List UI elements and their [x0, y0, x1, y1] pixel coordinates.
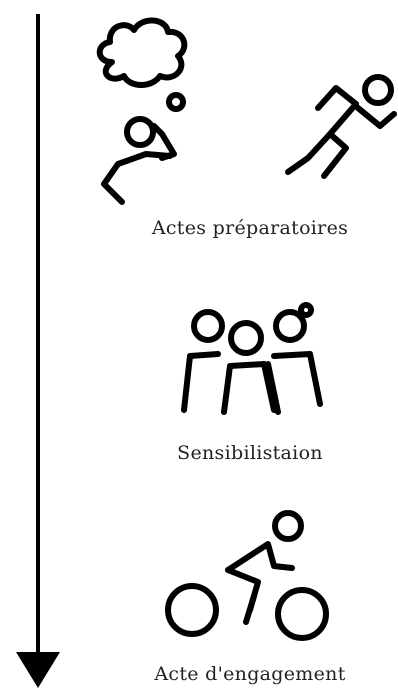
thinking-person-icon [96, 17, 188, 205]
step-label-commitment-act: Acte d'engagement [154, 663, 346, 685]
step-label-preparatory-acts: Actes préparatoires [151, 217, 349, 239]
cyclist-icon [165, 510, 329, 641]
running-person-icon [285, 74, 397, 179]
timeline-arrow [16, 14, 60, 688]
step-label-awareness: Sensibilistaion [177, 442, 323, 464]
group-of-people-icon [181, 302, 323, 415]
timeline-arrow-head [16, 652, 60, 688]
